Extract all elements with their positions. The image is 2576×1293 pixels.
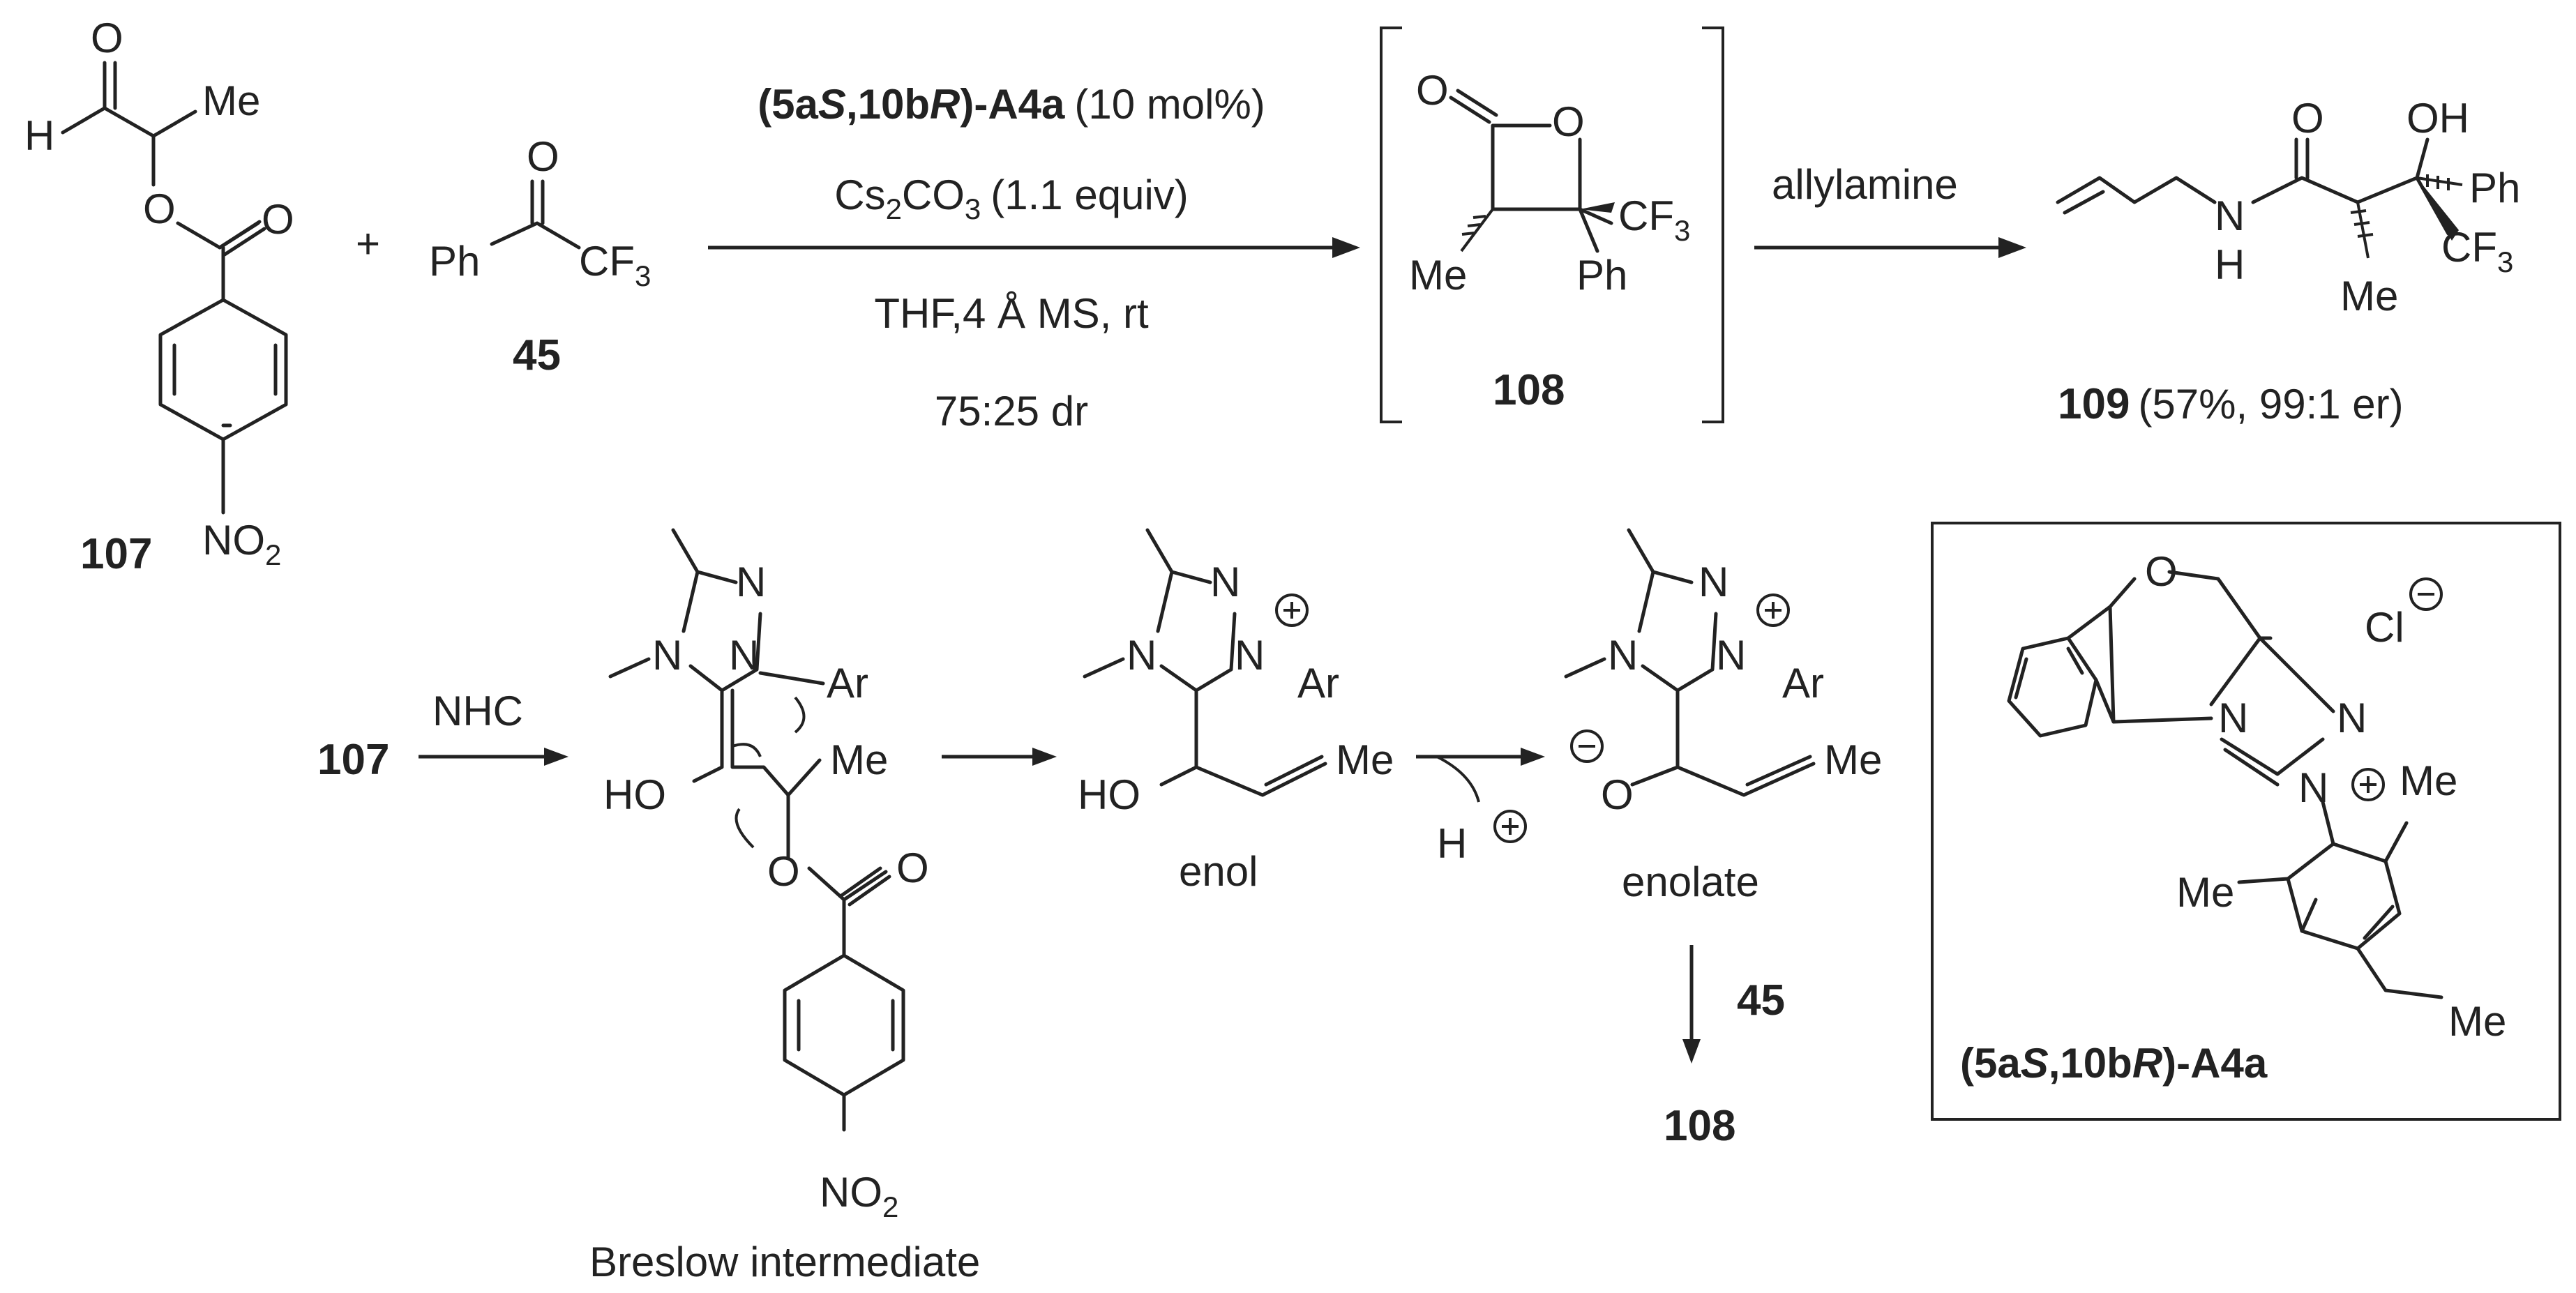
atom-n: N: [1127, 632, 1157, 679]
atom-o: O: [2291, 95, 2324, 142]
atom-n: N: [2337, 695, 2367, 741]
compound-107-label: 107: [80, 530, 152, 578]
atom-me: Me: [2340, 273, 2398, 319]
atom-o: O: [1601, 771, 1634, 818]
atom-o: O: [262, 196, 294, 243]
atom-me: Me: [1824, 736, 1882, 783]
mechanism-start-107: 107: [317, 736, 389, 784]
atom-n: N: [652, 632, 682, 679]
compound-107-structure: O H Me O O NO2: [24, 15, 294, 571]
atom-no2: NO2: [820, 1169, 898, 1223]
atom-ho: HO: [603, 771, 666, 818]
breslow-caption: Breslow intermediate: [589, 1239, 980, 1285]
atom-o: O: [1416, 67, 1449, 114]
atom-n: N: [1716, 632, 1746, 679]
solvent-condition: THF,4 Å MS, rt: [874, 290, 1149, 337]
atom-n: N: [1698, 559, 1728, 605]
atom-ph: Ph: [2469, 165, 2520, 211]
counterion-cl: Cl: [2365, 604, 2404, 651]
bracket-left: [1380, 27, 1402, 423]
atom-n: N: [1608, 632, 1638, 679]
mechanism-product-108: 108: [1664, 1102, 1735, 1150]
atom-o: O: [767, 848, 800, 895]
breslow-intermediate-structure: N N N Ar Me HO O O NO2: [603, 528, 929, 1223]
atom-o: O: [91, 15, 123, 61]
compound-45-label: 45: [513, 331, 561, 379]
atom-o: O: [1552, 98, 1585, 145]
enolate-caption: enolate: [1622, 859, 1759, 905]
nhc-reagent: NHC: [432, 688, 523, 734]
atom-ar: Ar: [1782, 660, 1824, 706]
catalyst-box-label: (5aS,10bR)-A4a: [1960, 1040, 2268, 1087]
enolate-structure: N N N Ar Me O: [1564, 528, 1882, 818]
atom-h: H: [24, 112, 54, 159]
plus-charge: [1756, 593, 1790, 627]
atom-oh: OH: [2406, 95, 2469, 142]
catalyst-a4a-structure: O N N N Me Me Me Cl: [2007, 548, 2506, 1045]
atom-o: O: [896, 845, 929, 891]
atom-no2: NO2: [202, 517, 281, 571]
enol-structure: N N N Ar Me HO: [1078, 528, 1394, 818]
allylamine-reagent: allylamine: [1772, 161, 1958, 208]
atom-me: Me: [830, 736, 888, 783]
atom-me: Me: [1409, 252, 1467, 298]
atom-n: N: [1210, 559, 1240, 605]
proton-label: H: [1437, 820, 1467, 867]
atom-ph: Ph: [1576, 252, 1627, 298]
atom-me: Me: [202, 77, 260, 124]
compound-45-structure: O Ph CF3: [429, 133, 651, 292]
atom-me: Me: [1336, 736, 1394, 783]
plus-sign: +: [356, 220, 380, 267]
plus-charge: [2351, 768, 2385, 801]
plus-charge: [1275, 593, 1309, 627]
bracket-right: [1702, 27, 1724, 423]
atom-ho: HO: [1078, 771, 1140, 818]
atom-cf3: CF3: [1618, 192, 1690, 247]
atom-h: H: [2215, 241, 2245, 288]
compound-109-structure: O OH N H Ph CF3 Me: [2056, 95, 2520, 319]
compound-108-label: 108: [1493, 366, 1565, 414]
compound-109-caption: 109(57%, 99:1 er): [2058, 380, 2404, 428]
atom-n: N: [2218, 695, 2248, 741]
atom-o: O: [527, 133, 559, 180]
catalyst-box: [1931, 522, 2561, 1121]
atom-n: N: [736, 559, 766, 605]
compound-108-structure: O O CF3 Me Ph: [1409, 67, 1690, 298]
atom-ar: Ar: [1297, 660, 1339, 706]
atom-o: O: [143, 186, 176, 232]
atom-ar: Ar: [827, 660, 868, 706]
plus-charge: [1493, 810, 1527, 843]
atom-n: N: [1235, 632, 1265, 679]
atom-n: N: [2215, 192, 2245, 239]
catalyst-condition: (5aS,10bR)-A4a(10 mol%): [758, 81, 1265, 128]
dr-condition: 75:25 dr: [935, 388, 1088, 434]
minus-charge: [2409, 577, 2443, 611]
atom-me: Me: [2400, 757, 2457, 804]
atom-me: Me: [2448, 998, 2506, 1045]
enol-caption: enol: [1179, 848, 1258, 895]
mechanism-ketone-45: 45: [1737, 976, 1785, 1024]
minus-charge: [1570, 729, 1604, 763]
atom-me: Me: [2176, 869, 2234, 916]
atom-ph: Ph: [429, 238, 480, 285]
base-condition: Cs2CO3(1.1 equiv): [834, 172, 1189, 225]
atom-cf3: CF3: [579, 238, 651, 292]
